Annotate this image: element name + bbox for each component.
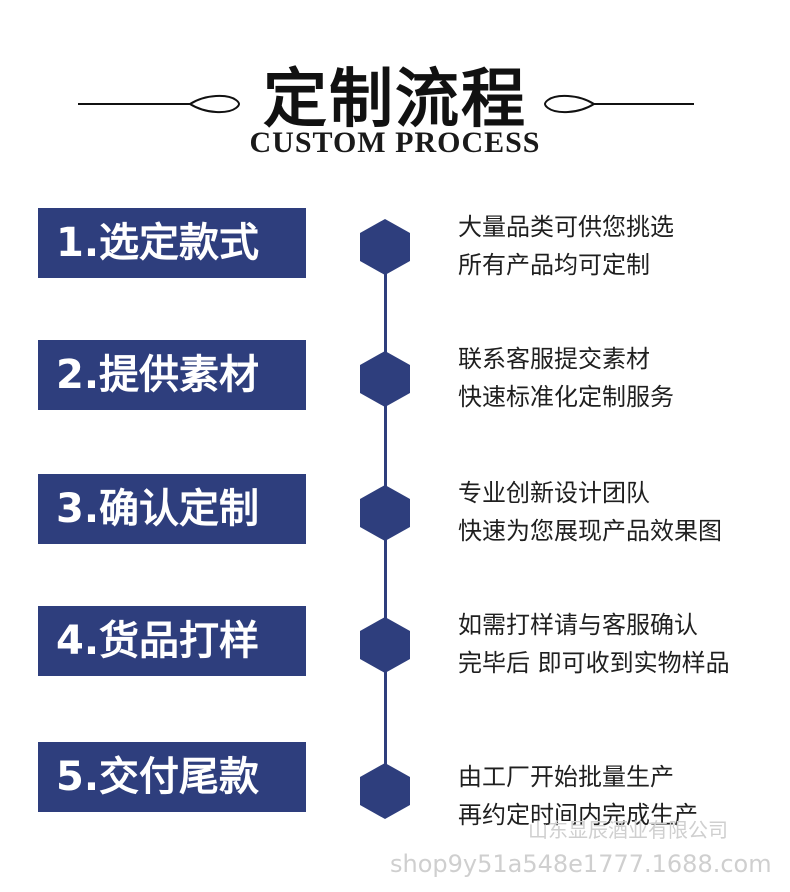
step-description-line: 再约定时间内完成生产 [458, 801, 698, 829]
step-description: 如需打样请与客服确认 完毕后 即可收到实物样品 [458, 606, 778, 682]
page-title: 定制流程 [263, 62, 527, 137]
watermark-shop-url: shop9y51a548e1777.1688.com [390, 850, 772, 878]
step-label: 1.选定款式 [38, 208, 306, 278]
step-description: 大量品类可供您挑选 所有产品均可定制 [458, 208, 778, 284]
left-ornament-icon [78, 94, 240, 114]
step-description: 由工厂开始批量生产 再约定时间内完成生产 [458, 758, 778, 834]
step-label: 3.确认定制 [38, 474, 306, 544]
step-description-line: 完毕后 即可收到实物样品 [458, 649, 730, 677]
right-ornament-icon [544, 94, 694, 114]
step-1: 1.选定款式 大量品类可供您挑选 所有产品均可定制 [0, 208, 790, 298]
step-description-line: 由工厂开始批量生产 [458, 763, 674, 791]
hexagon-icon [360, 351, 410, 407]
step-label: 5.交付尾款 [38, 742, 306, 812]
page-subtitle: CUSTOM PROCESS [249, 126, 541, 159]
watermark-company: 山东显辰酒业有限公司 [528, 818, 728, 842]
step-label: 4.货品打样 [38, 606, 306, 676]
step-4: 4.货品打样 如需打样请与客服确认 完毕后 即可收到实物样品 [0, 606, 790, 696]
hexagon-icon [360, 763, 410, 819]
step-description-line: 专业创新设计团队 [458, 479, 650, 507]
hexagon-icon [360, 219, 410, 275]
step-description: 专业创新设计团队 快速为您展现产品效果图 [458, 474, 778, 550]
step-description-line: 快速为您展现产品效果图 [458, 517, 722, 545]
hexagon-icon [360, 485, 410, 541]
step-description-line: 快速标准化定制服务 [458, 383, 674, 411]
step-2: 2.提供素材 联系客服提交素材 快速标准化定制服务 [0, 340, 790, 430]
header: 定制流程 CUSTOM PROCESS [0, 40, 790, 170]
step-description-line: 所有产品均可定制 [458, 251, 650, 279]
step-description-line: 如需打样请与客服确认 [458, 611, 698, 639]
step-5: 5.交付尾款 由工厂开始批量生产 再约定时间内完成生产 [0, 742, 790, 832]
step-description-line: 大量品类可供您挑选 [458, 213, 674, 241]
step-description-line: 联系客服提交素材 [458, 345, 650, 373]
step-label: 2.提供素材 [38, 340, 306, 410]
step-3: 3.确认定制 专业创新设计团队 快速为您展现产品效果图 [0, 474, 790, 564]
hexagon-icon [360, 617, 410, 673]
step-description: 联系客服提交素材 快速标准化定制服务 [458, 340, 778, 416]
